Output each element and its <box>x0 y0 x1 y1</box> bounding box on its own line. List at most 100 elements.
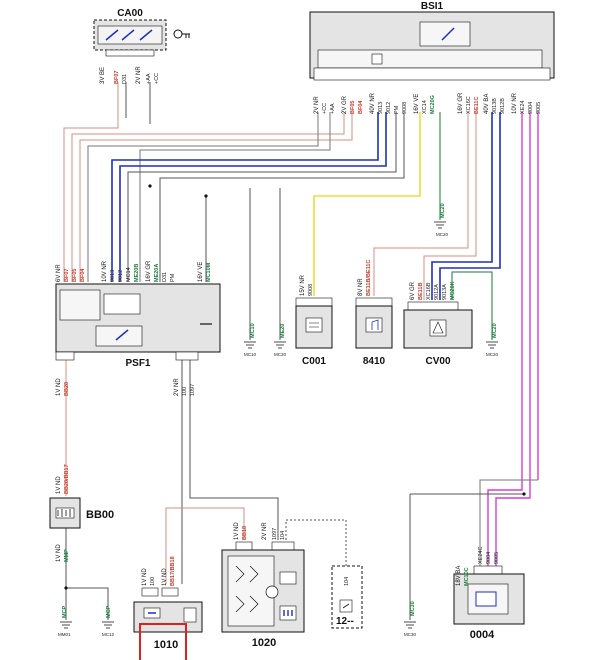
wire-9004 <box>487 112 523 566</box>
ca00-cc: +CC <box>154 73 160 84</box>
c1020-conn-b: 2V NR <box>262 522 268 540</box>
ground-mm01-icon <box>60 621 72 629</box>
bsi-conn-5: 16V GR <box>458 92 464 114</box>
c001-component: C001 15V NR 9008 <box>295 274 333 367</box>
junction-dot <box>522 492 526 496</box>
psf-mc10m: MC10M <box>206 262 212 282</box>
c1020-title: 1020 <box>252 637 276 649</box>
ground-me20-icon <box>274 341 286 349</box>
bsi-9013: 9013 <box>378 102 384 114</box>
psf-bb28: BB28 <box>64 382 70 396</box>
gnd-mc20r-label: MC20 <box>486 352 499 357</box>
highlight-box <box>139 623 187 660</box>
ca00-conn-b: 2V NR <box>136 66 142 84</box>
wire-9012 <box>119 112 387 282</box>
cv00-xc16b: XC16B <box>426 282 432 300</box>
cv00-be11b: BE11B <box>418 283 424 300</box>
wire-cc <box>87 112 319 282</box>
ca00-aa: +AA <box>146 73 152 84</box>
c1010-conn-b: 1V ND <box>162 568 168 586</box>
switch-contact-icon <box>105 29 153 41</box>
wire-be11c <box>373 112 469 296</box>
wire-d31b <box>159 112 405 282</box>
ground-mc30-icon <box>404 621 416 629</box>
c12-104: 104 <box>344 577 350 586</box>
cv00-component: CV00 6V GR BE11B XC16B 9012A 9013A MC20K <box>403 281 473 367</box>
ca00-conn-a: 3V BE <box>100 67 106 84</box>
c1020-104: 104 <box>280 531 286 540</box>
bsi-mc20g: MC20G <box>430 95 436 114</box>
wire-9013b <box>431 112 493 300</box>
psf-bf05: BF05 <box>72 269 78 282</box>
junction-dots <box>64 184 526 590</box>
relay-icon <box>441 27 455 41</box>
wire-bf07 <box>63 82 119 282</box>
psf-relay-icon <box>115 329 129 341</box>
gnd-mc30-label: MC30 <box>404 632 417 637</box>
c12-component: 12-- 104 <box>331 565 363 629</box>
c1020-conn-a: 1V ND <box>234 522 240 540</box>
sensor-icon <box>342 603 350 609</box>
psf-9012: 9012 <box>118 270 124 282</box>
c1010-100: 100 <box>150 577 156 586</box>
ground-mc20-icon <box>434 221 446 229</box>
c8410-title: 8410 <box>363 356 386 367</box>
bell-icon <box>432 321 444 334</box>
rectifier-icon <box>235 565 259 613</box>
bsi-xc14: XC14 <box>422 100 428 114</box>
grounds-top: MC20 MC20 MC10 MC10 MC20 ME20 MC20 MC20 <box>200 203 499 357</box>
bsi-bf04: BF04 <box>358 100 364 114</box>
cv00-title: CV00 <box>425 356 450 367</box>
mc20-mid-code: MC20 <box>440 203 446 218</box>
bsi-conn-2: 2V GR <box>342 95 348 114</box>
wire-9005 <box>495 112 531 566</box>
psf-me20b: ME20B <box>134 264 140 282</box>
bsi-xe24: XE24 <box>520 101 526 114</box>
c0004-mc: MC10C <box>464 567 470 586</box>
gnd-me20-label: MC20 <box>274 352 287 357</box>
psf-out-conn: 2V NR <box>174 378 180 396</box>
bb00-mmp: MMP <box>64 549 70 562</box>
wire-bf05 <box>71 112 345 282</box>
wire-mc20k <box>451 271 493 340</box>
wires <box>63 82 539 620</box>
bsi-conn-1: 2V NR <box>314 96 320 114</box>
mc30-ground: MC30 MC30 <box>404 601 417 637</box>
junction-dot <box>148 184 152 188</box>
bsi1-title: BSI1 <box>421 1 444 12</box>
gnd-mc10-label: MC10 <box>244 352 257 357</box>
c001-conn: 15V NR <box>300 274 306 296</box>
bb00-bb28: BB28/BB17 <box>64 464 70 494</box>
wire-cc2 <box>139 112 331 282</box>
mc10-code: MC10 <box>250 323 256 338</box>
bsi-aa: +AA <box>330 103 336 114</box>
gnd-mc12-label: MC12 <box>102 632 115 637</box>
bsi-9005: 9005 <box>536 102 542 114</box>
ca00-component: CA00 3V BE 2V NR BF07 D31 +AA +CC <box>93 8 190 84</box>
key-icon <box>182 33 190 38</box>
bsi-conn-4: 16V VE <box>414 94 420 114</box>
cv00-9013a: 9013A <box>442 284 448 300</box>
psf1-component: PSF1 6V NR 10V NR 16V GR 16V VE BF07 BF0… <box>55 260 221 396</box>
wire-bb18 <box>165 507 245 584</box>
psf-gnd-conn: 1V ND <box>56 378 62 396</box>
c0004-component: 0004 18V BA MC10C XE24C 9004 9005 <box>453 547 525 641</box>
c0004-9004: 9004 <box>486 552 492 564</box>
regulator-icon <box>283 610 293 616</box>
bsi-9004: 9004 <box>528 102 534 114</box>
bsi-conn-7: 10V NR <box>512 92 518 114</box>
bsi-xc16c: XC16C <box>466 96 472 114</box>
psf-conn-b: 10V NR <box>102 260 108 282</box>
psf-9013: 9013 <box>110 270 116 282</box>
psf-100: 100 <box>182 387 188 396</box>
ground-mc10-icon <box>244 341 256 349</box>
mc30-code: MC30 <box>410 601 416 616</box>
c0004-title: 0004 <box>470 629 495 641</box>
ground-mc12-icon <box>102 621 114 629</box>
psf-conn-a: 6V NR <box>56 264 62 282</box>
c1020-component: 1020 1V ND BB18 2V NR 1097 104 <box>221 522 305 649</box>
bsi-pm: PM <box>394 105 400 114</box>
wire-9008 <box>313 112 421 296</box>
c8410-conn: 8V NR <box>358 278 364 296</box>
